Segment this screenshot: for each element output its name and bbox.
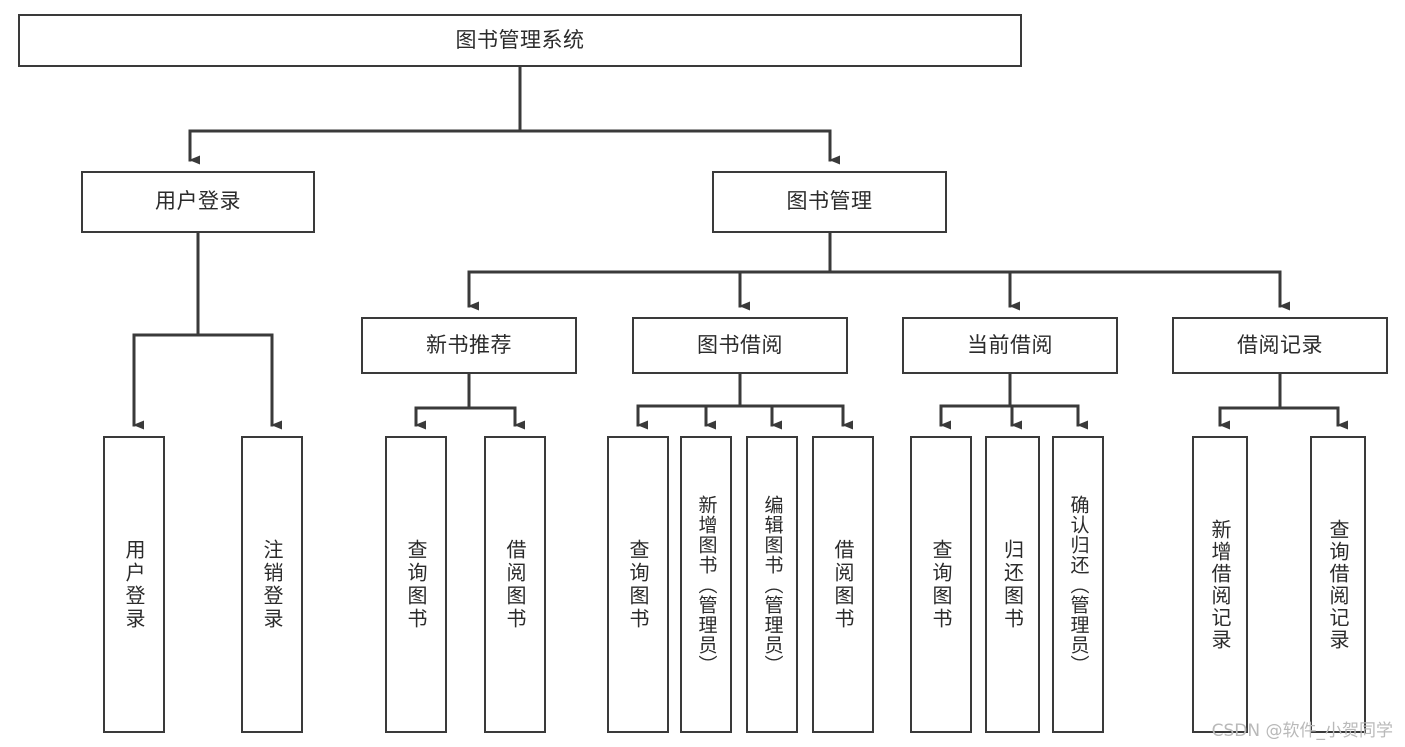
leaf-query-book-borrow[interactable]: 查询图书 — [607, 436, 669, 733]
leaf-user-login[interactable]: 用户登录 — [103, 436, 165, 733]
leaf-query-borrow-record[interactable]: 查询借阅记录 — [1310, 436, 1366, 733]
node-book-borrow-label: 图书借阅 — [697, 332, 783, 357]
node-root[interactable]: 图书管理系统 — [18, 14, 1022, 67]
node-new-book-recommend[interactable]: 新书推荐 — [361, 317, 577, 374]
leaf-borrow-book-recommend-label: 借阅图书 — [503, 538, 527, 631]
leaf-user-login-label: 用户登录 — [122, 538, 146, 631]
leaf-query-book-recommend-label: 查询图书 — [404, 538, 428, 631]
leaf-logout-login[interactable]: 注销登录 — [241, 436, 303, 733]
leaf-borrow-book-borrow[interactable]: 借阅图书 — [812, 436, 874, 733]
leaf-edit-book-admin-label: 编辑图书（管理员） — [761, 494, 784, 675]
leaf-query-book-recommend[interactable]: 查询图书 — [385, 436, 447, 733]
node-current-borrow[interactable]: 当前借阅 — [902, 317, 1118, 374]
leaf-query-book-borrow-label: 查询图书 — [626, 538, 650, 631]
node-user-login-label: 用户登录 — [155, 189, 241, 214]
leaf-edit-book-admin[interactable]: 编辑图书（管理员） — [746, 436, 798, 733]
node-book-manage-label: 图书管理 — [786, 189, 873, 214]
leaf-query-book-current[interactable]: 查询图书 — [910, 436, 972, 733]
leaf-add-borrow-record[interactable]: 新增借阅记录 — [1192, 436, 1248, 733]
leaf-query-book-current-label: 查询图书 — [929, 538, 953, 631]
node-root-label: 图书管理系统 — [455, 27, 585, 52]
leaf-confirm-return-admin[interactable]: 确认归还（管理员） — [1052, 436, 1104, 733]
leaf-add-borrow-record-label: 新增借阅记录 — [1208, 518, 1232, 651]
leaf-query-borrow-record-label: 查询借阅记录 — [1326, 518, 1350, 651]
leaf-borrow-book-borrow-label: 借阅图书 — [831, 538, 855, 631]
leaf-confirm-return-admin-label: 确认归还（管理员） — [1067, 494, 1090, 675]
leaf-return-book[interactable]: 归还图书 — [985, 436, 1040, 733]
leaf-logout-login-label: 注销登录 — [260, 538, 284, 631]
node-new-book-recommend-label: 新书推荐 — [426, 332, 512, 357]
node-borrow-record-label: 借阅记录 — [1237, 332, 1323, 357]
leaf-return-book-label: 归还图书 — [1000, 538, 1025, 631]
node-current-borrow-label: 当前借阅 — [967, 332, 1053, 357]
leaf-add-book-admin[interactable]: 新增图书（管理员） — [680, 436, 732, 733]
leaf-add-book-admin-label: 新增图书（管理员） — [695, 494, 718, 675]
node-book-manage[interactable]: 图书管理 — [712, 171, 947, 233]
node-borrow-record[interactable]: 借阅记录 — [1172, 317, 1388, 374]
node-book-borrow[interactable]: 图书借阅 — [632, 317, 848, 374]
leaf-borrow-book-recommend[interactable]: 借阅图书 — [484, 436, 546, 733]
node-user-login[interactable]: 用户登录 — [81, 171, 315, 233]
